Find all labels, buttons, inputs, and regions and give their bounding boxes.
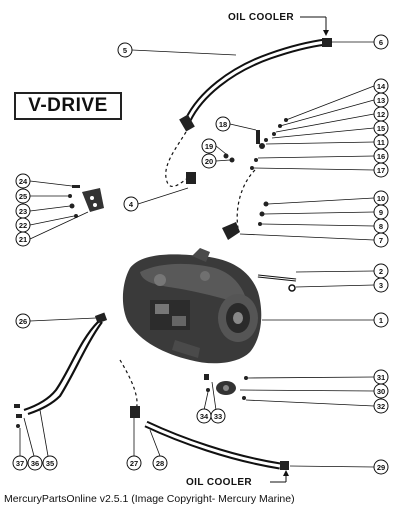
callout-20: 20 (201, 153, 217, 169)
callout-23: 23 (15, 203, 31, 219)
svg-text:33: 33 (214, 412, 222, 421)
svg-text:22: 22 (19, 221, 27, 230)
svg-text:8: 8 (379, 222, 383, 231)
svg-text:31: 31 (377, 373, 385, 382)
callout-16: 16 (373, 148, 389, 164)
oil-cooler-label-bottom: OIL COOLER (186, 477, 253, 488)
callout-5: 5 (117, 42, 133, 58)
callout-7: 7 (373, 232, 389, 248)
svg-text:29: 29 (377, 463, 385, 472)
callout-29: 29 (373, 459, 389, 475)
callout-18: 18 (215, 116, 231, 132)
svg-text:35: 35 (46, 459, 54, 468)
callout-13: 13 (373, 92, 389, 108)
svg-text:12: 12 (377, 110, 385, 119)
oil-cooler-top-arrow (300, 16, 329, 36)
callout-24: 24 (15, 173, 31, 189)
callout-25: 25 (15, 188, 31, 204)
svg-text:19: 19 (205, 142, 213, 151)
svg-text:18: 18 (219, 120, 227, 129)
callout-8: 8 (373, 218, 389, 234)
copyright-footer: MercuryPartsOnline v2.5.1 (Image Copyrig… (4, 493, 295, 505)
callout-34: 34 (196, 408, 212, 424)
svg-text:24: 24 (19, 177, 28, 186)
callout-26: 26 (15, 313, 31, 329)
upper-cooler-hose (165, 38, 332, 188)
svg-text:20: 20 (205, 157, 213, 166)
svg-text:6: 6 (379, 38, 383, 47)
svg-text:9: 9 (379, 208, 383, 217)
callout-11: 11 (373, 134, 389, 150)
drain-plate (204, 374, 248, 400)
callout-30: 30 (373, 383, 389, 399)
svg-text:30: 30 (377, 387, 385, 396)
upper-fittings (222, 118, 288, 240)
callouts: 5 6 14 13 12 18 15 11 19 16 20 17 24 25 … (12, 34, 389, 475)
callout-6: 6 (373, 34, 389, 50)
svg-text:5: 5 (123, 46, 127, 55)
svg-text:17: 17 (377, 166, 385, 175)
svg-text:32: 32 (377, 402, 385, 411)
svg-text:36: 36 (31, 459, 39, 468)
svg-text:4: 4 (129, 200, 134, 209)
svg-text:14: 14 (377, 82, 386, 91)
diagram-title: V-DRIVE (28, 95, 108, 116)
leader-lines (19, 41, 375, 468)
svg-text:1: 1 (379, 316, 383, 325)
callout-32: 32 (373, 398, 389, 414)
svg-text:27: 27 (130, 459, 138, 468)
callout-21: 21 (15, 231, 31, 247)
svg-text:34: 34 (200, 412, 209, 421)
svg-text:37: 37 (16, 459, 24, 468)
svg-text:23: 23 (19, 207, 27, 216)
svg-text:13: 13 (377, 96, 385, 105)
svg-text:16: 16 (377, 152, 385, 161)
callout-31: 31 (373, 369, 389, 385)
callout-17: 17 (373, 162, 389, 178)
callout-14: 14 (373, 78, 389, 94)
svg-text:10: 10 (377, 194, 385, 203)
mounting-bracket (68, 185, 104, 218)
transmission-housing (122, 248, 262, 364)
svg-text:15: 15 (377, 124, 385, 133)
svg-text:7: 7 (379, 236, 383, 245)
callout-22: 22 (15, 217, 31, 233)
callout-28: 28 (152, 455, 168, 471)
callout-35: 35 (42, 455, 58, 471)
stud-and-nut (257, 274, 297, 292)
svg-text:2: 2 (379, 267, 383, 276)
diagram-title-box: V-DRIVE (14, 92, 122, 120)
oil-cooler-label-top: OIL COOLER (228, 12, 295, 23)
callout-15: 15 (373, 120, 389, 136)
svg-text:25: 25 (19, 192, 27, 201)
callout-27: 27 (126, 455, 142, 471)
callout-2: 2 (373, 263, 389, 279)
svg-text:21: 21 (19, 235, 27, 244)
wire-harness (14, 312, 108, 428)
svg-text:28: 28 (156, 459, 164, 468)
callout-37: 37 (12, 455, 28, 471)
svg-text:26: 26 (19, 317, 27, 326)
callout-4: 4 (123, 196, 139, 212)
svg-text:3: 3 (379, 281, 383, 290)
callout-36: 36 (27, 455, 43, 471)
callout-33: 33 (210, 408, 226, 424)
callout-19: 19 (201, 138, 217, 154)
svg-text:11: 11 (377, 138, 385, 147)
callout-3: 3 (373, 277, 389, 293)
callout-9: 9 (373, 204, 389, 220)
callout-1: 1 (373, 312, 389, 328)
callout-10: 10 (373, 190, 389, 206)
lower-cooler-hose (119, 359, 289, 483)
callout-12: 12 (373, 106, 389, 122)
